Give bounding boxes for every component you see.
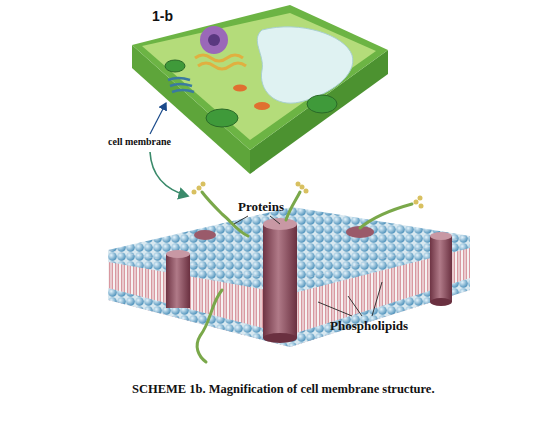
part-label: Proteins [238,199,284,215]
pointer-arrow [150,103,166,134]
leader-lines [234,216,382,316]
part-label: cell membrane [108,136,171,147]
figure-caption: SCHEME 1b. Magnification of cell membran… [132,382,435,397]
glyco-chains [197,192,412,362]
figure-tag: 1-b [152,8,173,24]
part-label: Phospholipids [330,318,408,334]
lipid-bilayer [108,207,470,347]
membrane-proteins [166,218,452,343]
sugar-beads [192,182,424,209]
magnify-arrow [150,152,188,196]
plant-cell [132,5,388,174]
